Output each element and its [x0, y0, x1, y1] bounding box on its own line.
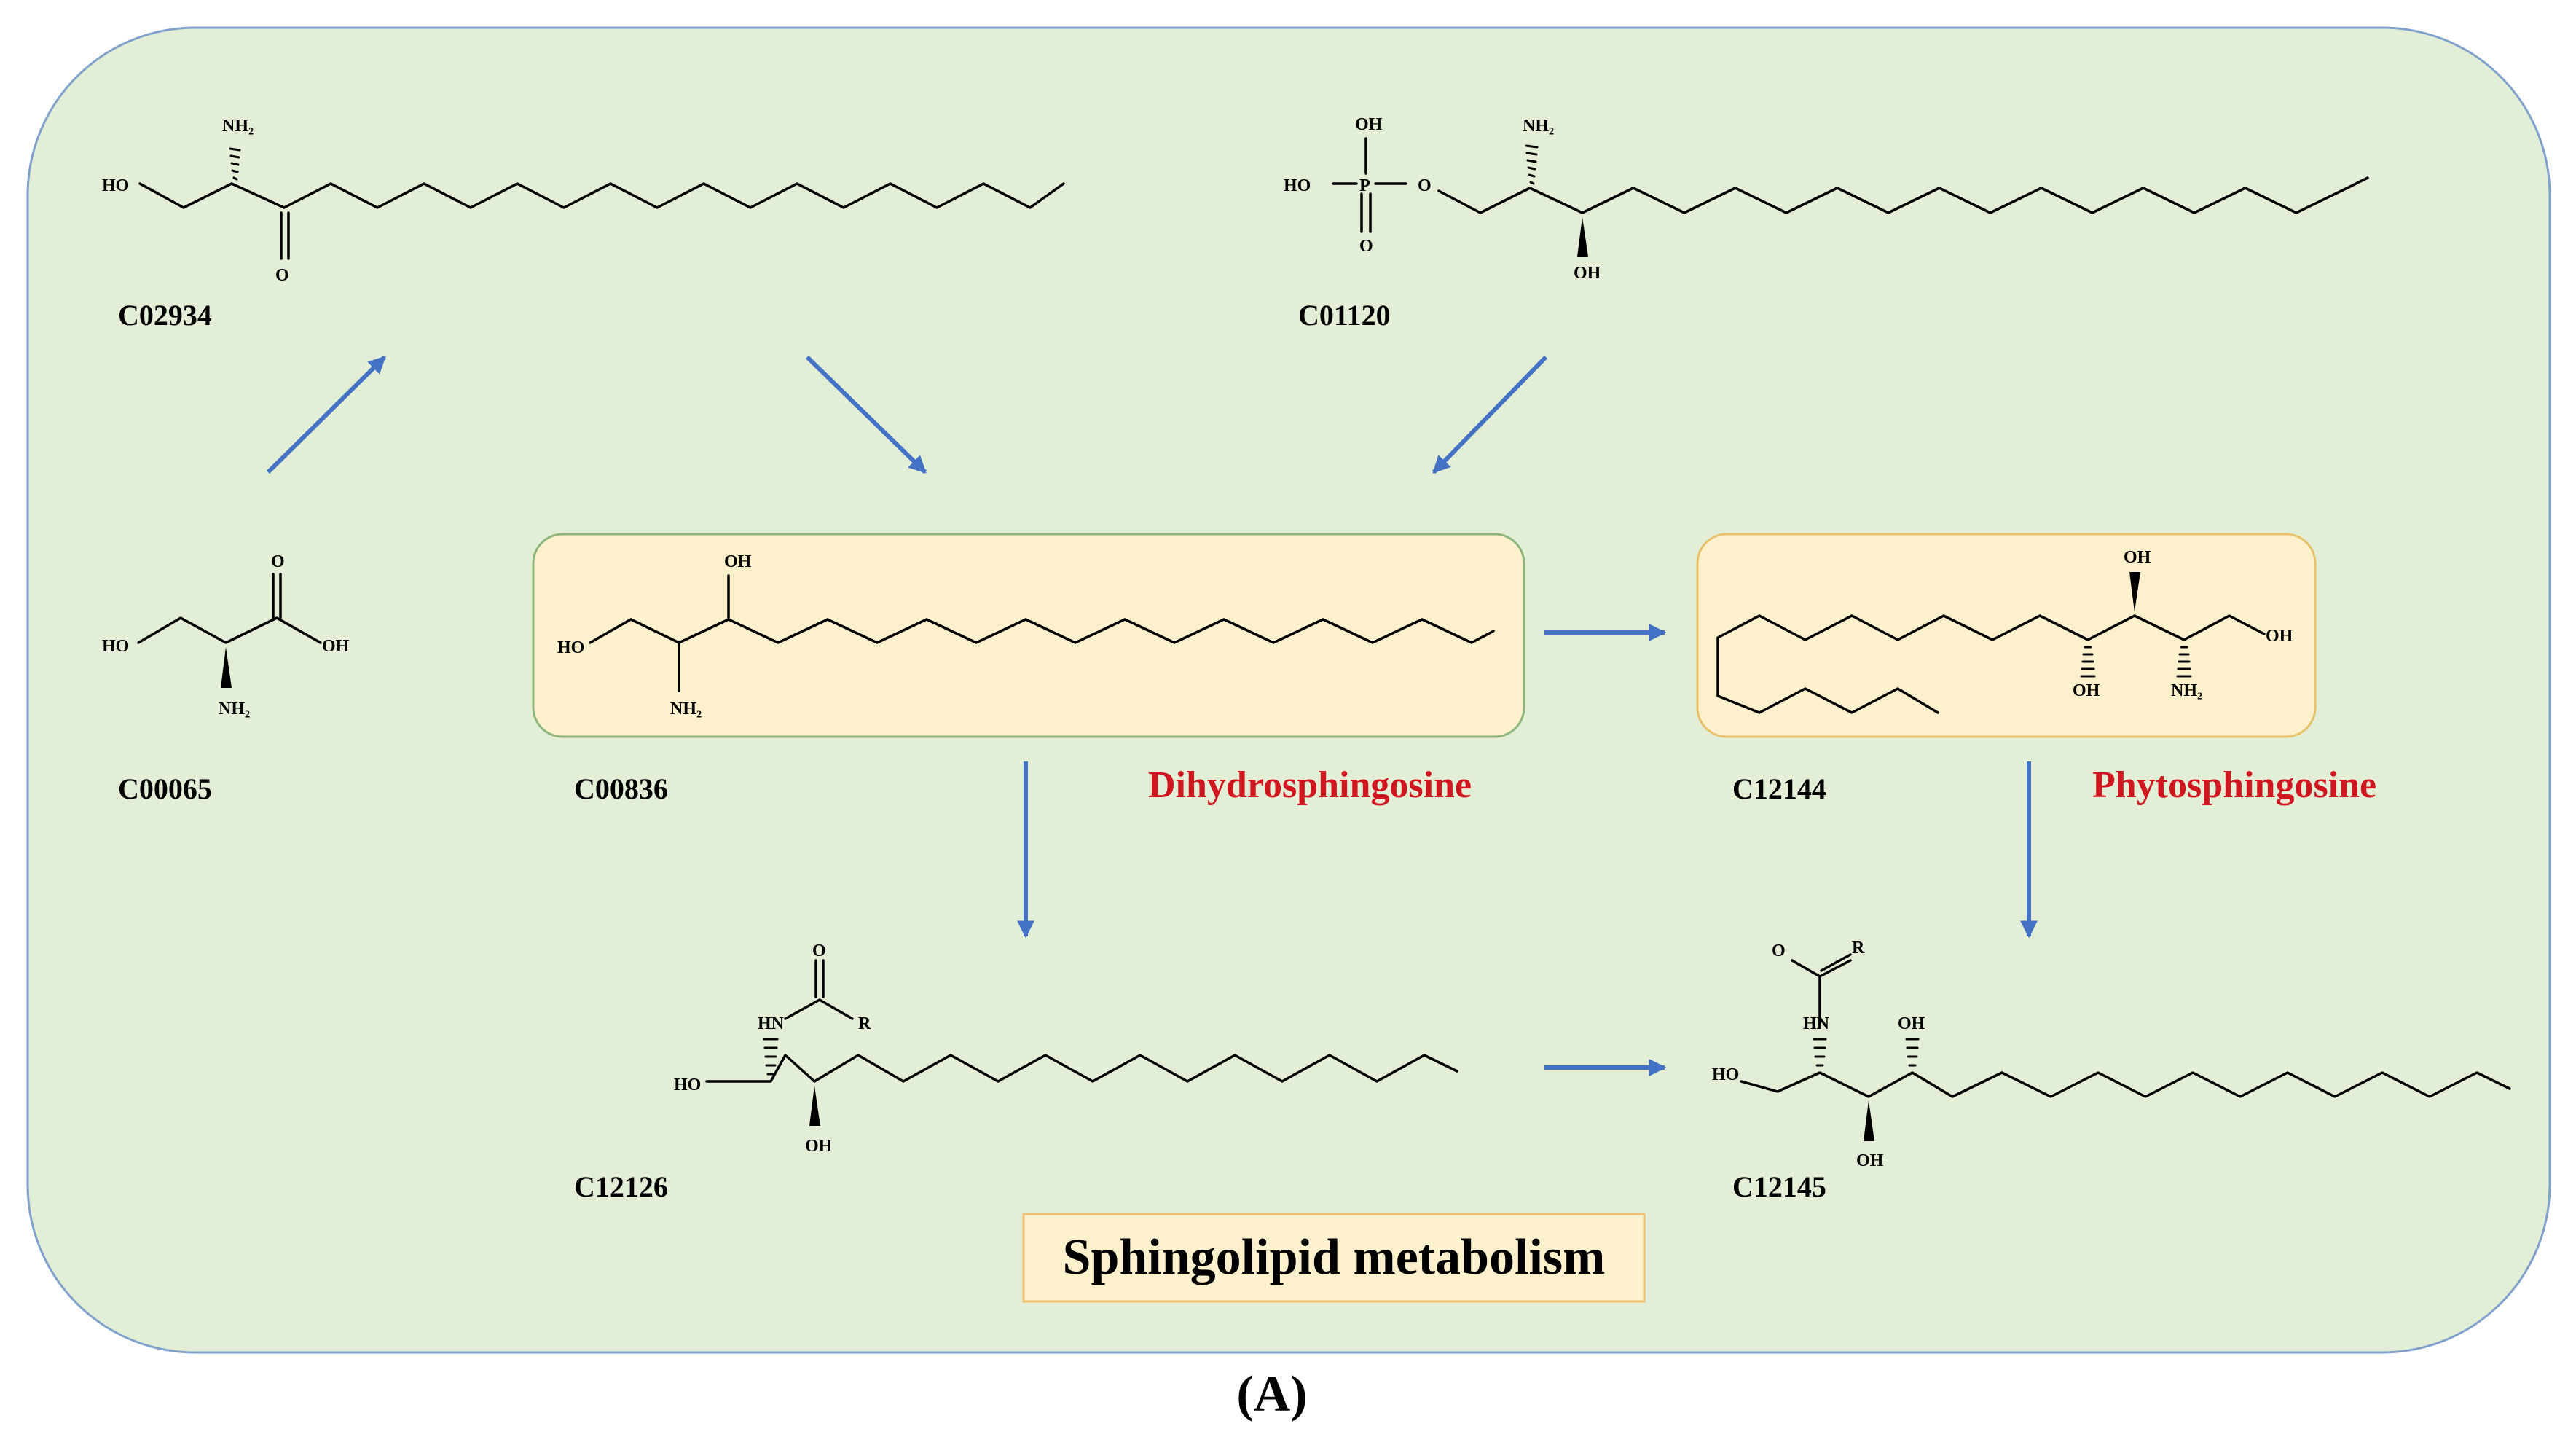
- c00836-oh-atom: OH: [724, 552, 752, 571]
- pathway-arrows: [266, 355, 2038, 1076]
- c00065-nh2-atom: NH₂: [219, 700, 250, 718]
- c12145-ho-atom: HO: [1712, 1065, 1739, 1084]
- c01120-oh-atom: OH: [1574, 264, 1601, 283]
- c12145-r-atom: R: [1852, 939, 1865, 958]
- c01120-ho-atom: HO: [1284, 176, 1311, 195]
- arrow-c01120-to-c00836: [1432, 355, 1548, 474]
- name-dihydrosphingosine: Dihydrosphingosine: [1148, 764, 1472, 806]
- c01120-oh-top-atom: OH: [1355, 115, 1383, 134]
- c12145-o-atom: O: [1772, 941, 1786, 960]
- c12126-o-atom: O: [812, 941, 826, 960]
- compound-id-c12144: C12144: [1732, 772, 1826, 805]
- c00836-nh2-atom: NH₂: [670, 700, 702, 718]
- c00065-ho-atom: HO: [102, 637, 129, 656]
- compound-id-c12145: C12145: [1732, 1170, 1826, 1203]
- structure-c12126: O HN R HO OH: [674, 941, 1458, 1156]
- structure-c12144: OH OH OH NH₂: [1716, 548, 2293, 714]
- compound-id-c00836: C00836: [574, 772, 668, 805]
- compound-id-c02934: C02934: [118, 299, 212, 332]
- c01120-nh2-atom: NH₂: [1523, 117, 1554, 136]
- c12126-ho-atom: HO: [674, 1076, 701, 1095]
- c12144-oh-bottom-atom: OH: [2073, 681, 2100, 700]
- structure-c01120: OH HO P O O NH₂ OH: [1284, 115, 2369, 283]
- compound-id-c12126: C12126: [574, 1170, 668, 1203]
- c02934-nh2-atom: NH₂: [222, 117, 254, 136]
- arrow-c00065-to-c02934: [266, 355, 387, 474]
- compound-id-c01120: C01120: [1298, 299, 1391, 332]
- dihydrosphingosine-box: [532, 533, 1525, 738]
- name-phytosphingosine: Phytosphingosine: [2092, 764, 2376, 806]
- compound-id-c00065: C00065: [118, 772, 212, 805]
- c12144-oh-right-atom: OH: [2266, 627, 2293, 646]
- c12126-r-atom: R: [858, 1014, 871, 1033]
- c01120-p-atom: P: [1359, 176, 1370, 195]
- phytosphingosine-box: [1696, 533, 2317, 738]
- c02934-ho-atom: HO: [102, 176, 129, 195]
- structure-c00836: OH HO NH₂: [557, 552, 1495, 718]
- c12126-oh-atom: OH: [805, 1137, 833, 1156]
- c01120-o-bottom-atom: O: [1359, 237, 1373, 256]
- c00065-o-atom: O: [271, 552, 285, 571]
- structure-c02934: NH₂ HO O: [102, 117, 1065, 285]
- c12145-oh-bottom-atom: OH: [1856, 1151, 1884, 1170]
- c12145-hn-atom: HN: [1803, 1014, 1830, 1033]
- panel-label: (A): [1236, 1366, 1307, 1422]
- pathway-title: Sphingolipid metabolism: [1063, 1229, 1606, 1285]
- c02934-o-atom: O: [275, 266, 289, 285]
- c12144-oh-top-atom: OH: [2124, 548, 2151, 567]
- pathway-title-box: [1022, 1213, 1646, 1303]
- c00065-oh-atom: OH: [322, 637, 350, 656]
- c12126-hn-atom: HN: [758, 1014, 785, 1033]
- c01120-o-link-atom: O: [1418, 176, 1432, 195]
- c12145-oh-top-atom: OH: [1898, 1014, 1925, 1033]
- structure-c12145: O R HN OH HO OH: [1712, 939, 2511, 1170]
- c12144-nh2-atom: NH₂: [2171, 681, 2202, 700]
- structure-c00065: O HO OH NH₂: [102, 552, 350, 718]
- c00836-ho-atom: HO: [557, 638, 584, 657]
- arrow-c02934-to-c00836: [805, 355, 927, 474]
